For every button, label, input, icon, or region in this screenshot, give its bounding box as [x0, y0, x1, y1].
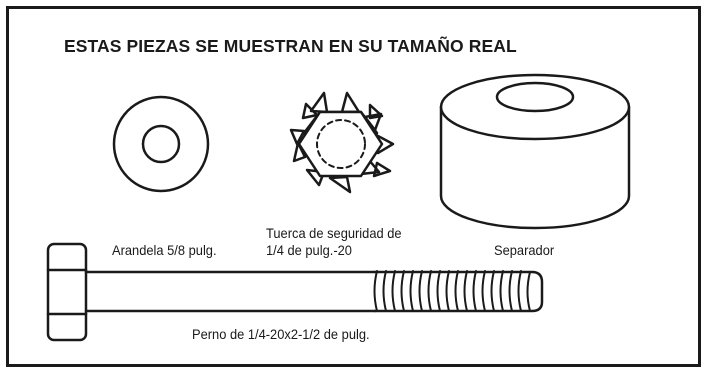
spacer-drawing: [439, 73, 631, 230]
bolt-label: Perno de 1/4-20x2-1/2 de pulg.: [192, 326, 370, 342]
page-title: ESTAS PIEZAS SE MUESTRAN EN SU TAMAÑO RE…: [64, 36, 517, 56]
washer-label: Arandela 5/8 pulg.: [112, 242, 217, 258]
lock-nut-drawing: [289, 91, 395, 194]
bolt-drawing: [46, 242, 544, 342]
spacer-label: Separador: [494, 242, 555, 258]
lock-nut-label-line1: Tuerca de seguridad de: [266, 225, 402, 241]
washer-drawing: [112, 95, 210, 193]
lock-nut-label-line2: 1/4 de pulg.-20: [266, 242, 352, 258]
